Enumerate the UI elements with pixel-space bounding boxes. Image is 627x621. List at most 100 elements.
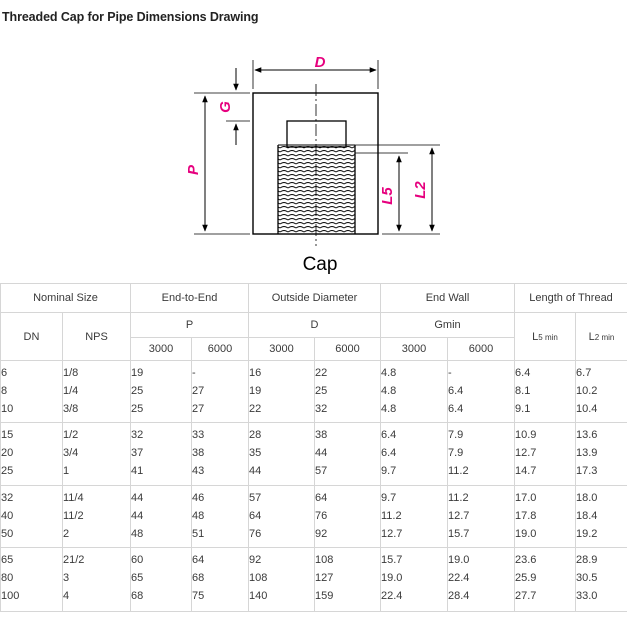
cell-value: 19 — [131, 367, 144, 379]
cell-value: 38 — [315, 429, 328, 441]
cell-value: 32 — [1, 492, 14, 504]
cell-value: 9.7 — [381, 465, 397, 477]
cell-nps: 1/8 1/4 3/8 — [62, 360, 131, 423]
header-end-to-end: End-to-End — [130, 283, 249, 313]
cell-value: 21/2 — [63, 554, 85, 566]
cell-dn: 32 40 50 — [0, 485, 63, 548]
header-d: D — [248, 312, 381, 338]
cell-value: 4.8 — [381, 367, 397, 379]
cap-dimension-drawing: D P G L5 L2 Cap — [185, 54, 440, 275]
cell-value: 100 — [1, 590, 20, 602]
cell-value: 57 — [249, 492, 262, 504]
header-gmin: Gmin — [379, 312, 516, 338]
cell-value: 28 — [249, 429, 262, 441]
cell-value: 92 — [315, 528, 328, 540]
cell-value: 80 — [1, 572, 14, 584]
cell-value: 15.7 — [381, 554, 403, 566]
cell-value: 19.0 — [381, 572, 403, 584]
header-l5-min: L5 min — [514, 312, 577, 361]
cell-value: 3 — [63, 572, 70, 584]
cell-value: 127 — [315, 572, 334, 584]
cell-value: 14.7 — [515, 465, 537, 477]
cell-value: 18.0 — [576, 492, 598, 504]
cell-value: - — [192, 367, 196, 379]
cell-value: 22 — [315, 367, 328, 379]
cell-value: 48 — [131, 528, 144, 540]
cell-value: 50 — [1, 528, 14, 540]
cell-value: 4.8 — [381, 403, 397, 415]
cell-value: 64 — [192, 554, 205, 566]
cell-value: 65 — [131, 572, 144, 584]
cell-value: 20 — [1, 447, 14, 459]
cell-value: 25 — [1, 465, 14, 477]
header-dn: DN — [0, 312, 63, 361]
drawing-caption: Cap — [303, 254, 338, 275]
cell-value: 1/4 — [63, 385, 79, 397]
cell-value: 6.4 — [381, 429, 397, 441]
cell-value: 6.7 — [576, 367, 592, 379]
cell-value: 10 — [1, 403, 14, 415]
cell-value: 25 — [131, 403, 144, 415]
cell-value: 68 — [192, 572, 205, 584]
cell-value: 19.0 — [515, 528, 537, 540]
cell-value: 76 — [315, 510, 328, 522]
cell-value: 44 — [131, 492, 144, 504]
cell-value: 6 — [1, 367, 8, 379]
cell-value: 15 — [1, 429, 14, 441]
cell-value: 1/8 — [63, 367, 79, 379]
cell-value: 10.4 — [576, 403, 598, 415]
cell-value: 19 — [249, 385, 262, 397]
cell-value: 1/2 — [63, 429, 79, 441]
cell-value: 30.5 — [576, 572, 598, 584]
cell-value: 12.7 — [448, 510, 470, 522]
cell-value: 25 — [315, 385, 328, 397]
header-d-6000: 6000 — [314, 337, 381, 361]
cell-value: 48 — [192, 510, 205, 522]
cell-value: 11/4 — [63, 492, 84, 504]
cell-value: 8 — [1, 385, 8, 397]
page-title: Threaded Cap for Pipe Dimensions Drawing — [2, 10, 259, 24]
cell-value: 37 — [131, 447, 144, 459]
cell-value: 6.4 — [448, 403, 464, 415]
cell-value: 4 — [63, 590, 70, 602]
cell-value: 51 — [192, 528, 205, 540]
header-nps: NPS — [62, 312, 131, 361]
cell-value: 17.0 — [515, 492, 537, 504]
cell-value: 15.7 — [448, 528, 470, 540]
header-row-1: Nominal Size End-to-End Outside Diameter… — [0, 283, 627, 313]
cell-value: 140 — [249, 590, 268, 602]
dim-label-g: G — [217, 101, 234, 113]
cell-value: 3/8 — [63, 403, 79, 415]
cell-value: 33.0 — [576, 590, 598, 602]
cell-value: 40 — [1, 510, 14, 522]
cell-value: 25 — [131, 385, 144, 397]
header-row-3: 3000 6000 3000 6000 3000 6000 — [1, 337, 627, 361]
cell-value: 60 — [131, 554, 144, 566]
cell-value: 17.8 — [515, 510, 537, 522]
cell-value: 10.9 — [515, 429, 537, 441]
header-p-6000: 6000 — [191, 337, 249, 361]
cell-value: 6.4 — [381, 447, 397, 459]
cell-value: 38 — [192, 447, 205, 459]
